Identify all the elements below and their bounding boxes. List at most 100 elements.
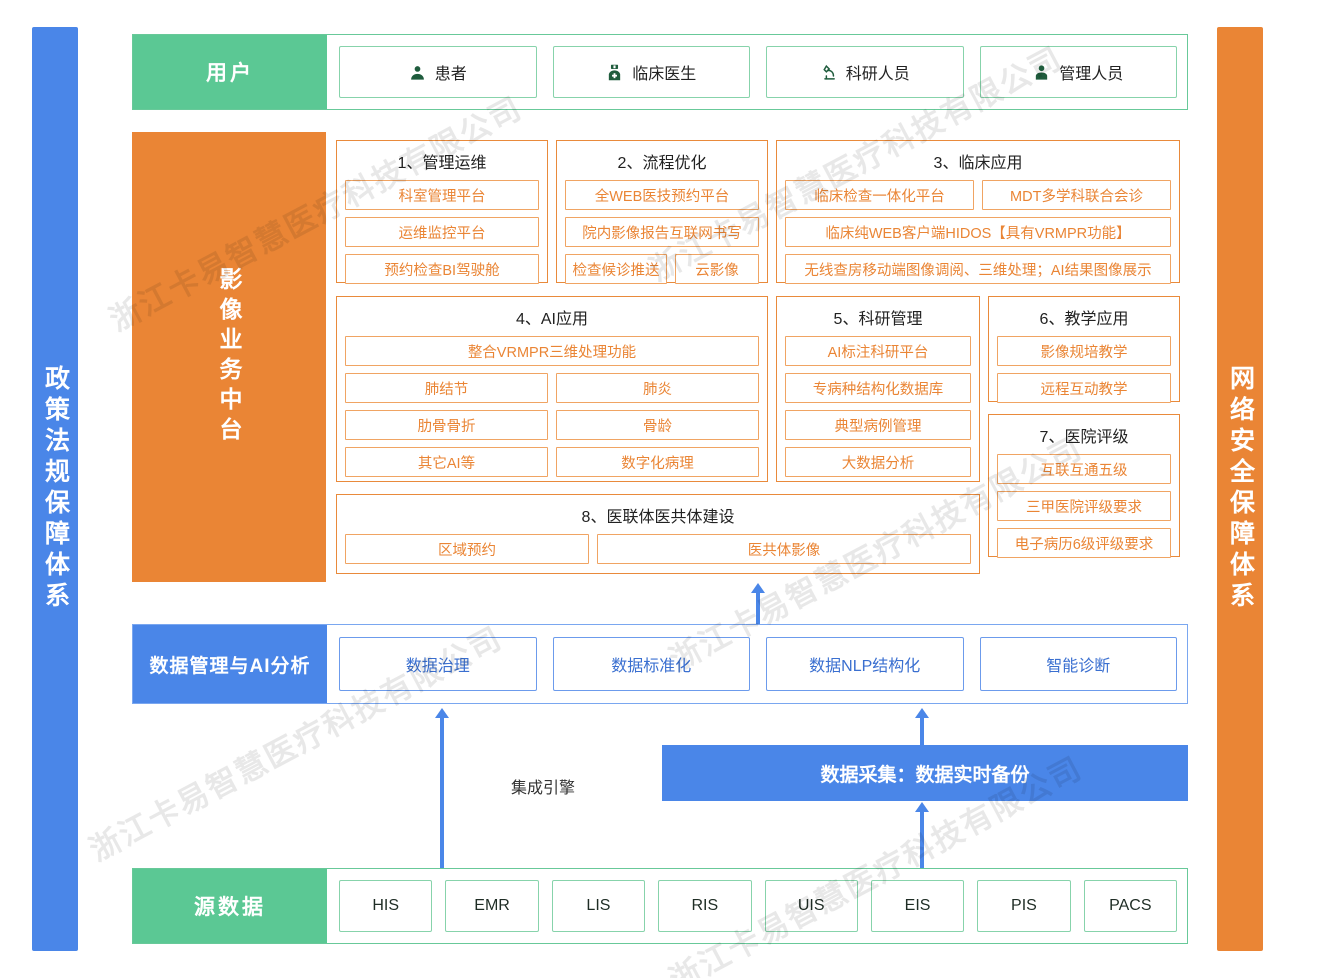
group-item[interactable]: 专病种结构化数据库 xyxy=(785,373,971,403)
source-chip-uis[interactable]: UIS xyxy=(764,880,858,932)
user-row-label: 用户 xyxy=(133,35,327,109)
source-data-items: HIS EMR LIS RIS UIS EIS PIS PACS xyxy=(327,869,1189,943)
data-chip-governance[interactable]: 数据治理 xyxy=(339,637,537,691)
group-item[interactable]: 运维监控平台 xyxy=(345,217,539,247)
group-item[interactable]: 整合VRMPR三维处理功能 xyxy=(345,336,759,366)
group-item[interactable]: 大数据分析 xyxy=(785,447,971,477)
data-chip-intelligent-diagnosis[interactable]: 智能诊断 xyxy=(979,637,1177,691)
group-research-management: 5、科研管理 AI标注科研平台 专病种结构化数据库 典型病例管理 大数据分析 xyxy=(776,296,980,482)
group-item[interactable]: 三甲医院评级要求 xyxy=(997,491,1171,521)
user-chip-clinician[interactable]: 临床医生 xyxy=(552,46,750,98)
user-chip-label: 管理人员 xyxy=(1059,66,1124,83)
group-medical-consortium: 8、医联体医共体建设 区域预约 医共体影像 xyxy=(336,494,980,574)
imaging-platform-groups: 1、管理运维 科室管理平台 运维监控平台 预约检查BI驾驶舱 2、流程优化 全W… xyxy=(326,132,1188,582)
group-title: 2、流程优化 xyxy=(617,155,707,172)
group-title: 8、医联体医共体建设 xyxy=(581,509,735,526)
user-chip-label: 患者 xyxy=(434,66,467,83)
group-title: 1、管理运维 xyxy=(397,155,487,172)
group-item[interactable]: 其它AI等 xyxy=(345,447,548,477)
arrow-head xyxy=(915,708,929,718)
group-process-optimization: 2、流程优化 全WEB医技预约平台 院内影像报告互联网书写 检查候诊推送 云影像 xyxy=(556,140,768,284)
group-item[interactable]: 肺炎 xyxy=(556,373,759,403)
policy-regulation-sidebar: 政策法规保障体系 xyxy=(32,27,78,951)
group-title: 5、科研管理 xyxy=(833,311,923,328)
group-item[interactable]: MDT多学科联合会诊 xyxy=(982,180,1171,210)
arrow-shaft xyxy=(756,591,760,625)
data-management-row: 数据管理与AI分析 数据治理 数据标准化 数据NLP结构化 智能诊断 xyxy=(132,624,1188,704)
source-chip-eis[interactable]: EIS xyxy=(870,880,965,932)
group-item[interactable]: 典型病例管理 xyxy=(785,410,971,440)
arrow-data-to-platform xyxy=(751,583,765,625)
group-title: 6、教学应用 xyxy=(1039,311,1129,328)
group-item[interactable]: 骨龄 xyxy=(556,410,759,440)
source-chip-ris[interactable]: RIS xyxy=(658,880,752,932)
user-chip-administrator[interactable]: 管理人员 xyxy=(979,46,1177,98)
group-item[interactable]: 数字化病理 xyxy=(556,447,759,477)
group-title: 4、AI应用 xyxy=(515,311,589,328)
group-item[interactable]: 无线查房移动端图像调阅、三维处理；AI结果图像展示 xyxy=(785,254,1171,284)
group-item[interactable]: AI标注科研平台 xyxy=(785,336,971,366)
arrow-shaft xyxy=(920,810,924,868)
source-chip-emr[interactable]: EMR xyxy=(445,880,539,932)
source-data-label: 源数据 xyxy=(133,869,327,943)
network-security-sidebar: 网络安全保障体系 xyxy=(1217,27,1263,951)
policy-regulation-label: 政策法规保障体系 xyxy=(41,365,70,613)
source-chip-pacs[interactable]: PACS xyxy=(1083,880,1177,932)
data-management-label: 数据管理与AI分析 xyxy=(133,625,327,703)
user-chip-patient[interactable]: 患者 xyxy=(339,46,537,98)
group-item[interactable]: 肋骨骨折 xyxy=(345,410,548,440)
arrow-head xyxy=(435,708,449,718)
group-clinical-application: 3、临床应用 临床检查一体化平台 MDT多学科联合会诊 临床纯WEB客户端HID… xyxy=(776,140,1180,284)
group-item[interactable]: 预约检查BI驾驶舱 xyxy=(345,254,539,284)
group-title: 7、医院评级 xyxy=(1039,429,1129,446)
group-item[interactable]: 远程互动教学 xyxy=(997,373,1171,403)
group-item[interactable]: 全WEB医技预约平台 xyxy=(565,180,759,210)
connector-zone: 集成引擎 数据采集：数据实时备份 xyxy=(132,704,1188,868)
group-row: 其它AI等 数字化病理 xyxy=(345,447,759,477)
group-hospital-rating: 7、医院评级 互联互通五级 三甲医院评级要求 电子病历6级评级要求 xyxy=(988,414,1180,558)
group-row: 临床检查一体化平台 MDT多学科联合会诊 xyxy=(785,180,1171,210)
user-items: 患者 临床医生 科研人员 管理人员 xyxy=(327,35,1189,109)
source-data-row: 源数据 HIS EMR LIS RIS UIS EIS PIS PACS xyxy=(132,868,1188,944)
group-teaching-application: 6、教学应用 影像规培教学 远程互动教学 xyxy=(988,296,1180,403)
imaging-platform-row: 影像业务中台 1、管理运维 科室管理平台 运维监控平台 预约检查BI驾驶舱 2、… xyxy=(132,132,1188,582)
manager-icon xyxy=(1033,64,1050,81)
source-chip-pis[interactable]: PIS xyxy=(977,880,1071,932)
arrow-shaft xyxy=(920,716,924,748)
source-chip-his[interactable]: HIS xyxy=(339,880,433,932)
user-chip-researcher[interactable]: 科研人员 xyxy=(766,46,964,98)
data-chip-nlp[interactable]: 数据NLP结构化 xyxy=(766,637,964,691)
user-row: 用户 患者 临床医生 科研人员 xyxy=(132,34,1188,110)
data-collection-box: 数据采集：数据实时备份 xyxy=(662,745,1188,801)
arrow-source-to-collect xyxy=(915,802,929,868)
group-item[interactable]: 医共体影像 xyxy=(597,534,971,564)
group-item[interactable]: 影像规培教学 xyxy=(997,336,1171,366)
group-item[interactable]: 检查候诊推送 xyxy=(565,254,667,284)
group-row: 检查候诊推送 云影像 xyxy=(565,254,759,284)
group-item[interactable]: 区域预约 xyxy=(345,534,590,564)
group-item[interactable]: 临床纯WEB客户端HIDOS【具有VRMPR功能】 xyxy=(785,217,1171,247)
group-item[interactable]: 院内影像报告互联网书写 xyxy=(565,217,759,247)
microscope-icon xyxy=(820,64,837,81)
imaging-platform-label: 影像业务中台 xyxy=(132,132,326,582)
group-row: 肋骨骨折 骨龄 xyxy=(345,410,759,440)
group-item[interactable]: 肺结节 xyxy=(345,373,548,403)
arrow-head xyxy=(915,802,929,812)
arrow-shaft xyxy=(440,716,444,868)
arrow-collect-to-data xyxy=(915,708,929,748)
doctor-icon xyxy=(606,64,623,81)
group-row: 区域预约 医共体影像 xyxy=(345,534,971,564)
group-item[interactable]: 临床检查一体化平台 xyxy=(785,180,974,210)
source-chip-lis[interactable]: LIS xyxy=(551,880,646,932)
group-item[interactable]: 互联互通五级 xyxy=(997,454,1171,484)
group-item[interactable]: 电子病历6级评级要求 xyxy=(997,528,1171,558)
arrow-head xyxy=(751,583,765,593)
data-management-items: 数据治理 数据标准化 数据NLP结构化 智能诊断 xyxy=(327,625,1189,703)
data-chip-standardization[interactable]: 数据标准化 xyxy=(552,637,750,691)
imaging-platform-label-text: 影像业务中台 xyxy=(216,267,242,447)
group-title: 3、临床应用 xyxy=(933,155,1023,172)
group-management-ops: 1、管理运维 科室管理平台 运维监控平台 预约检查BI驾驶舱 xyxy=(336,140,548,284)
group-item[interactable]: 科室管理平台 xyxy=(345,180,539,210)
group-item[interactable]: 云影像 xyxy=(675,254,759,284)
